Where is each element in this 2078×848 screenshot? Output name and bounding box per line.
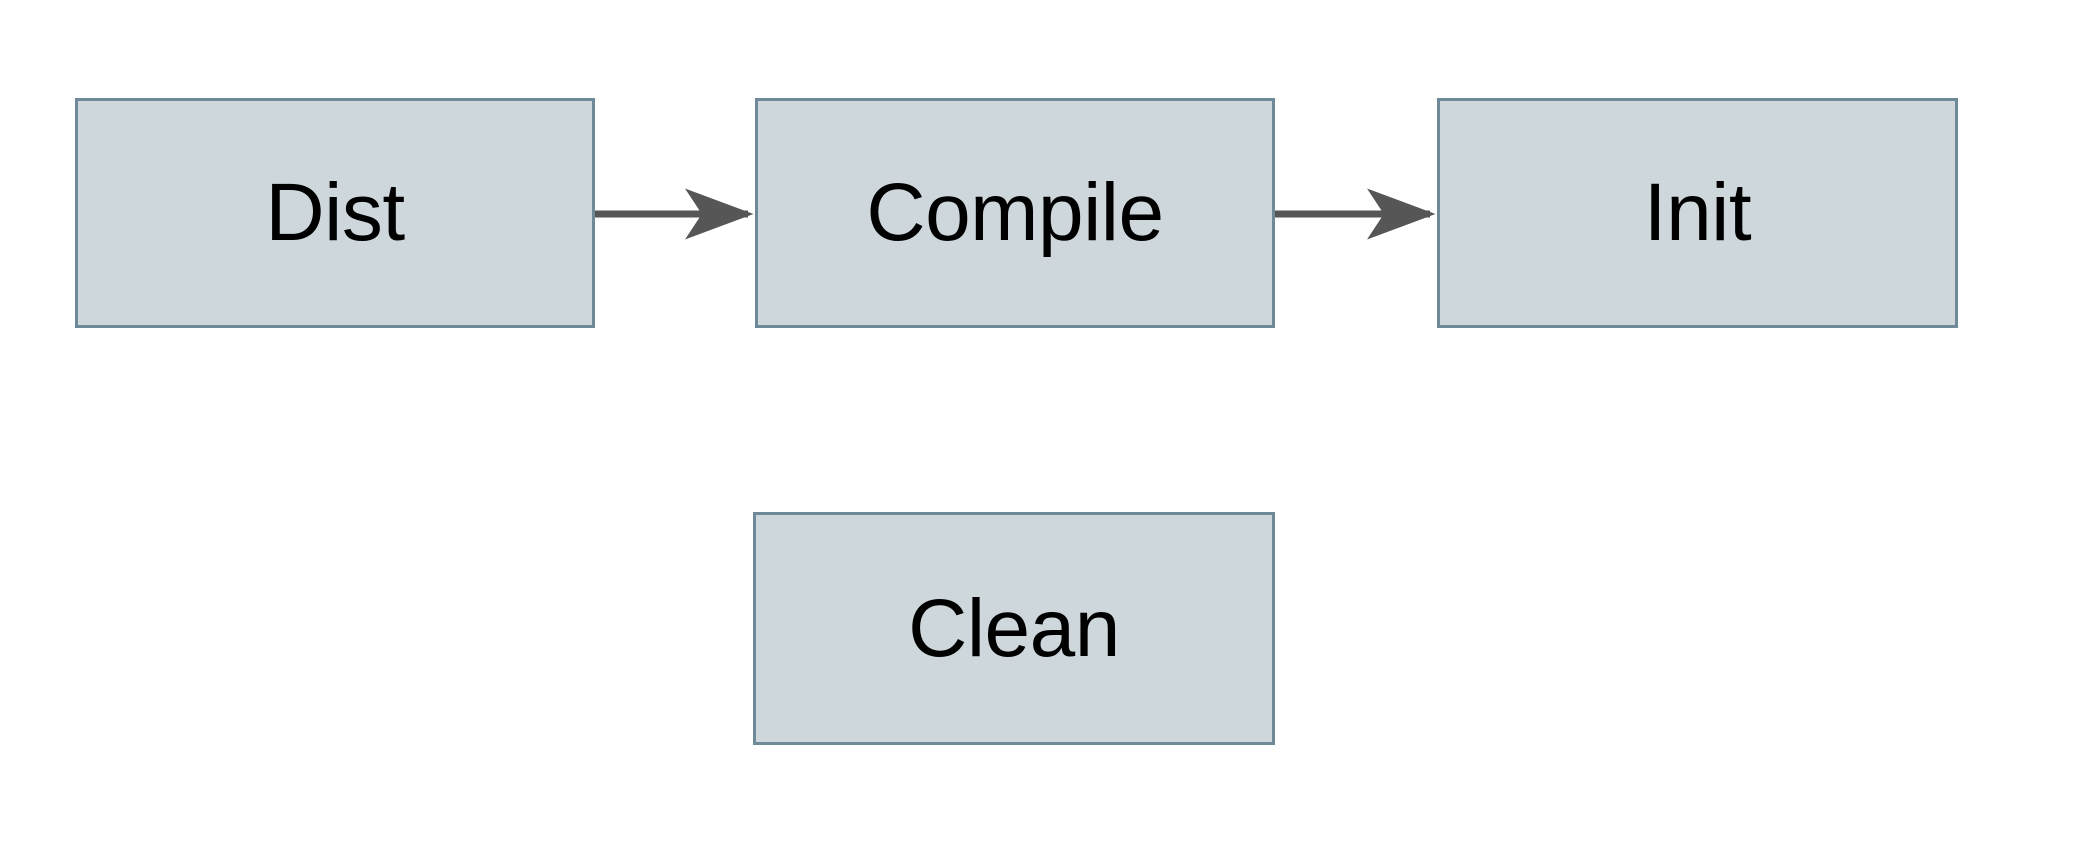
node-init[interactable]: Init [1437,98,1958,328]
node-dist-label: Dist [265,167,405,258]
node-compile[interactable]: Compile [755,98,1275,328]
node-clean[interactable]: Clean [753,512,1275,745]
node-clean-label: Clean [908,582,1120,674]
node-dist[interactable]: Dist [75,98,595,328]
node-init-label: Init [1643,167,1752,258]
node-compile-label: Compile [866,167,1164,258]
